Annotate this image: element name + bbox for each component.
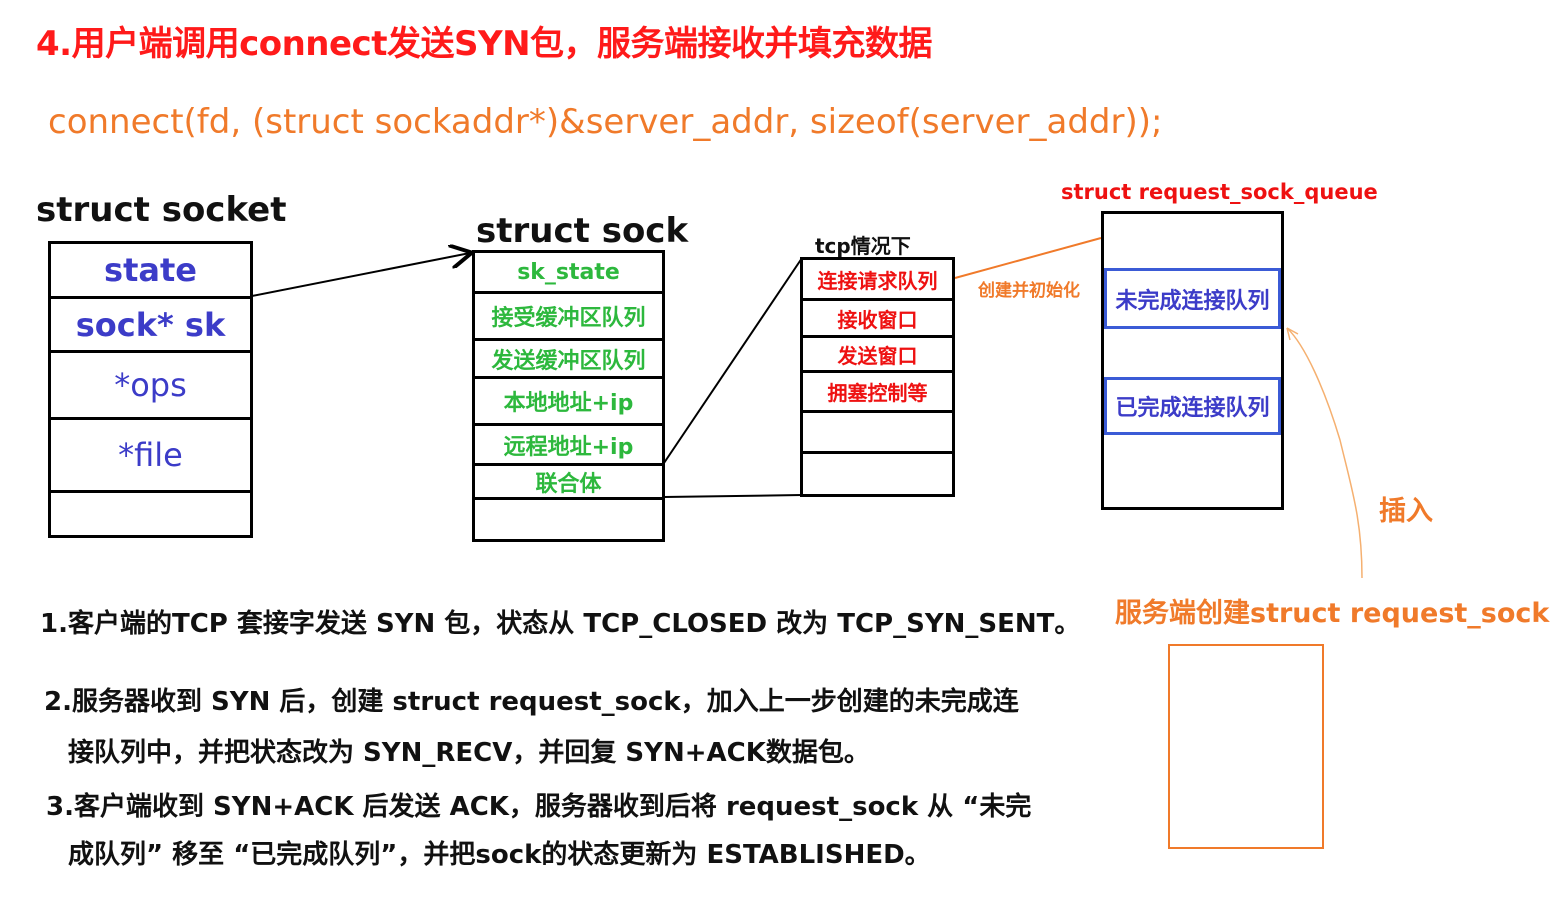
note-3-line-2: 成队列” 移至 “已完成队列”，并把sock的状态更新为 ESTABLISHED… xyxy=(68,840,931,870)
request-sock-heading: 服务端创建struct request_sock xyxy=(1115,598,1550,629)
sock-field-sk-state: sk_state xyxy=(475,253,662,294)
tcp-field-empty-1 xyxy=(803,413,952,454)
tcp-field-request-queue: 连接请求队列 xyxy=(803,260,952,301)
tcp-heading: tcp情况下 xyxy=(815,234,911,258)
socket-field-sk: sock* sk xyxy=(51,299,250,353)
union-to-tcp-bottom xyxy=(663,494,803,498)
note-3-line-1: 3.客户端收到 SYN+ACK 后发送 ACK，服务器收到后将 request_… xyxy=(46,792,1032,822)
complete-queue: 已完成连接队列 xyxy=(1104,377,1281,435)
socket-field-ops: *ops xyxy=(51,353,250,420)
socket-heading: struct socket xyxy=(36,190,287,230)
insert-label: 插入 xyxy=(1379,496,1433,527)
sock-struct: sk_state 接受缓冲区队列 发送缓冲区队列 本地地址+ip 远程地址+ip… xyxy=(472,250,665,542)
note-2-line-2: 接队列中，并把状态改为 SYN_RECV，并回复 SYN+ACK数据包。 xyxy=(68,738,870,768)
connect-code-line: connect(fd, (struct sockaddr*)&server_ad… xyxy=(48,102,1163,142)
queue-heading: struct request_sock_queue xyxy=(1061,180,1378,204)
note-2-line-1: 2.服务器收到 SYN 后，创建 struct request_sock，加入上… xyxy=(44,687,1019,717)
create-init-label: 创建并初始化 xyxy=(978,281,1080,301)
socket-struct: state sock* sk *ops *file xyxy=(48,241,253,538)
request-sock-queue: 未完成连接队列 已完成连接队列 xyxy=(1101,211,1284,510)
tcp-field-congestion: 拥塞控制等 xyxy=(803,373,952,413)
tcp-field-send-window: 发送窗口 xyxy=(803,338,952,373)
union-to-tcp-top xyxy=(663,257,803,464)
sock-field-union: 联合体 xyxy=(475,466,662,500)
socket-field-file: *file xyxy=(51,420,250,493)
page-title: 4.用户端调用connect发送SYN包，服务端接收并填充数据 xyxy=(36,24,933,64)
create-queue-line xyxy=(954,237,1102,279)
sock-field-remote-addr: 远程地址+ip xyxy=(475,426,662,466)
sock-heading: struct sock xyxy=(476,211,689,251)
tcp-struct: 连接请求队列 接收窗口 发送窗口 拥塞控制等 xyxy=(800,257,955,497)
sock-field-local-addr: 本地地址+ip xyxy=(475,379,662,426)
socket-field-state: state xyxy=(51,244,250,299)
request-sock-box xyxy=(1168,644,1324,849)
note-1: 1.客户端的TCP 套接字发送 SYN 包，状态从 TCP_CLOSED 改为 … xyxy=(40,609,1081,639)
insert-curve xyxy=(1286,327,1363,579)
tcp-field-recv-window: 接收窗口 xyxy=(803,301,952,338)
sk-pointer-arrow xyxy=(251,253,470,297)
tcp-field-empty-2 xyxy=(803,454,952,494)
sock-field-recv-queue: 接受缓冲区队列 xyxy=(475,294,662,341)
sock-field-send-queue: 发送缓冲区队列 xyxy=(475,341,662,379)
socket-field-empty xyxy=(51,493,250,535)
sock-field-empty xyxy=(475,500,662,539)
incomplete-queue: 未完成连接队列 xyxy=(1104,268,1281,329)
